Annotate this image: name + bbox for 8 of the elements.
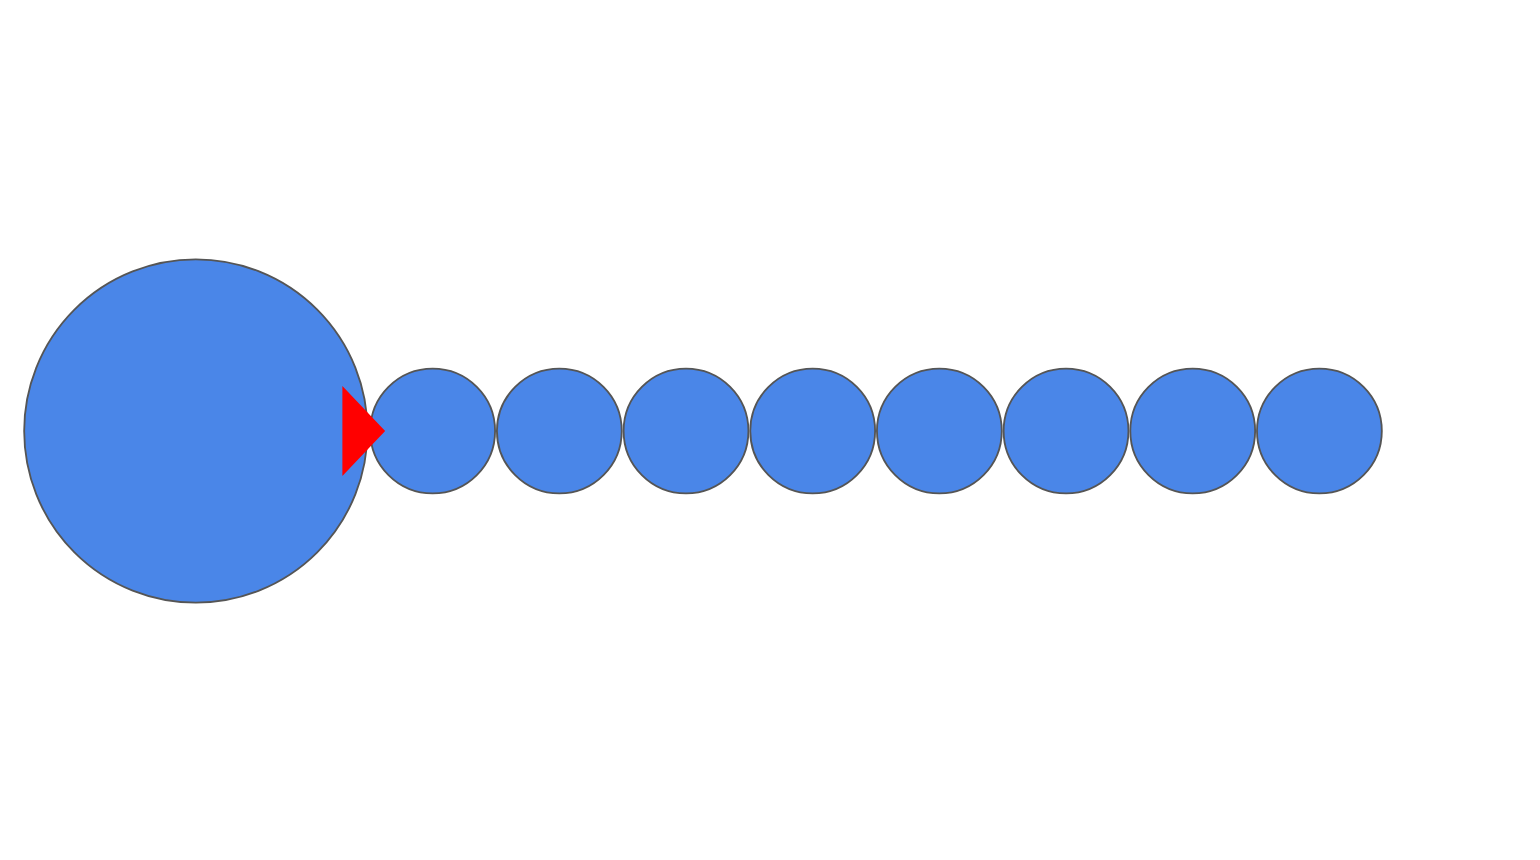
node-circle xyxy=(1129,366,1257,494)
node-circle xyxy=(876,366,1003,494)
node-circle xyxy=(496,366,623,494)
node-circle xyxy=(749,366,877,494)
node-circle xyxy=(1256,366,1383,494)
node-circle xyxy=(622,366,750,494)
arrow xyxy=(342,385,386,475)
node-circle xyxy=(1002,366,1130,494)
